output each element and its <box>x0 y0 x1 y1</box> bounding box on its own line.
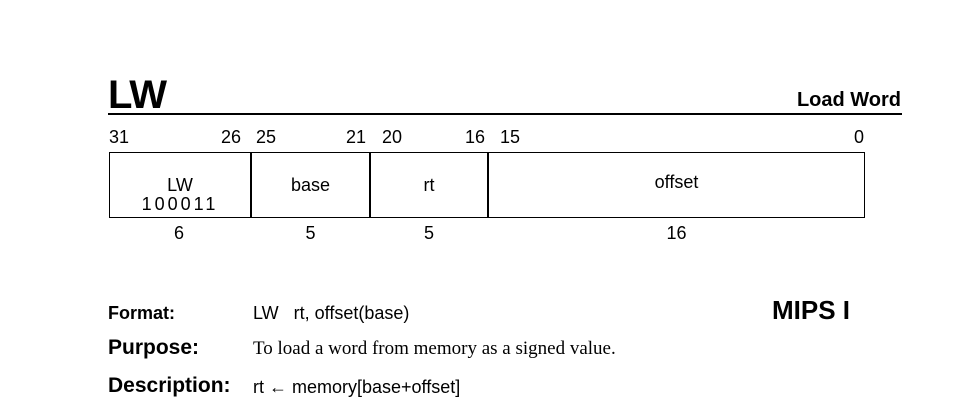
purpose-label: Purpose: <box>108 336 200 359</box>
format-label: Format: <box>108 303 175 323</box>
description-value: rt ← memory[base+offset] <box>253 377 461 397</box>
field-offset: offset <box>487 153 864 217</box>
field-rt-label: rt <box>423 175 435 195</box>
field-base-width: 5 <box>305 223 316 243</box>
instruction-mnemonic: LW <box>108 73 167 117</box>
field-rt-width: 5 <box>423 223 434 243</box>
field-offset-label: offset <box>654 172 699 192</box>
field-opcode: LW 100011 <box>110 153 250 217</box>
field-base: base <box>250 153 369 217</box>
purpose-value: To load a word from memory as a signed v… <box>253 338 616 359</box>
bit-label-25: 25 <box>256 127 277 147</box>
bit-label-15: 15 <box>500 127 521 147</box>
field-opcode-width: 6 <box>173 223 184 243</box>
instruction-encoding-table: LW 100011 base rt offset <box>109 152 865 218</box>
title-rule <box>108 113 902 115</box>
bit-label-26: 26 <box>221 127 242 147</box>
bit-label-0: 0 <box>854 127 865 147</box>
field-offset-width: 16 <box>666 223 687 243</box>
field-opcode-code: 100011 <box>141 194 219 214</box>
bit-label-16: 16 <box>465 127 486 147</box>
field-base-label: base <box>290 175 331 195</box>
field-rt: rt <box>369 153 487 217</box>
bit-label-31: 31 <box>109 127 130 147</box>
format-value: LW rt, offset(base) <box>253 303 410 323</box>
field-opcode-label: LW <box>167 175 193 195</box>
isa-level: MIPS I <box>772 295 851 325</box>
description-label: Description: <box>108 374 231 397</box>
bit-label-21: 21 <box>346 127 367 147</box>
bit-label-20: 20 <box>382 127 403 147</box>
instruction-long-name: Load Word <box>796 89 901 111</box>
